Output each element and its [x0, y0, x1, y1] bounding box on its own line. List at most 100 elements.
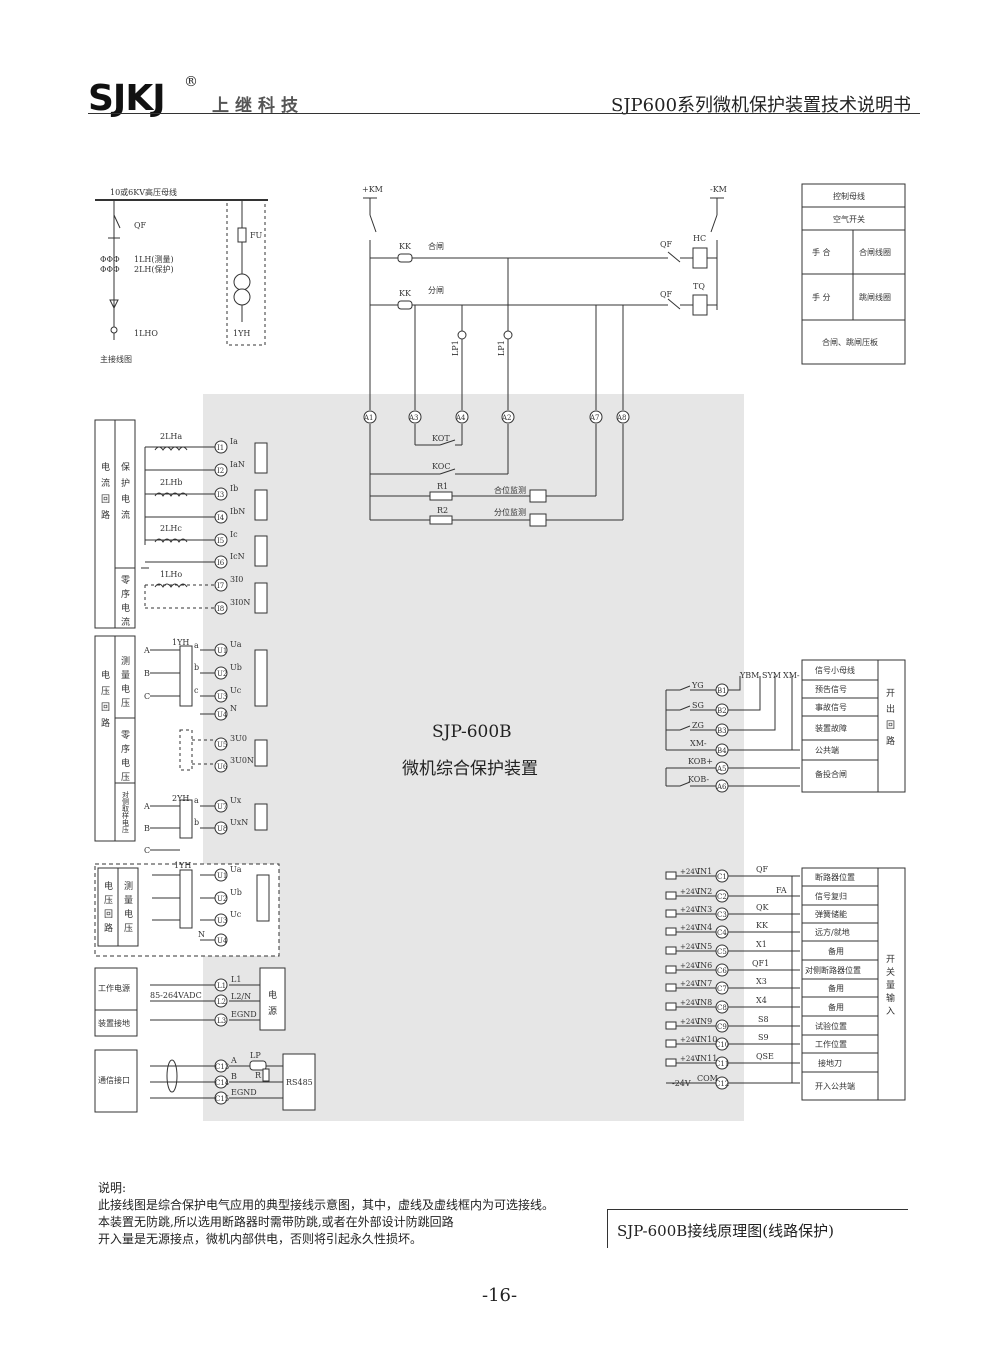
opt-sig-ub: Ub [230, 888, 242, 897]
current-group-label-2: 流 [101, 477, 110, 489]
pos-bus-label: +KM [362, 185, 383, 194]
bus-sym: SYM [762, 671, 781, 680]
phase-c-1: C [144, 692, 150, 701]
ct-symbol-2: ΦΦΦ [100, 265, 120, 274]
sig-3u0n: 3U0N [230, 756, 254, 765]
device-model: SJP-600B [432, 722, 512, 742]
zero-cur-label-3: 电 [121, 602, 130, 614]
device-name: 微机综合保护装置 [402, 759, 538, 779]
sig-l2n: L2/N [231, 992, 251, 1001]
zero-volt-label-1: 零 [121, 730, 130, 741]
sig-uxn: UxN [230, 818, 248, 827]
prot-label-2: 护 [121, 477, 130, 489]
com-volt-label: -24V [672, 1079, 691, 1088]
legend-table [801, 183, 906, 365]
notes-line-3: 开入量是无源接点，微机内部供电，否则将引起永久性损坏。 [98, 1232, 423, 1246]
lp1-label-a: LP1 [451, 340, 460, 356]
prot-label-4: 流 [121, 509, 130, 521]
term-a8: A8 [616, 414, 627, 422]
term-a5: A5 [716, 765, 727, 773]
remote-label-5: 电 [122, 818, 129, 827]
opt-group-label-3: 回 [104, 909, 113, 920]
contact-qse: QSE [756, 1052, 774, 1061]
tap-b-2: b [194, 818, 199, 827]
zero-ct-label: 1LHO [134, 329, 158, 338]
volt-group-label-1: 电 [101, 669, 110, 681]
term-u6: U6 [217, 763, 228, 771]
input-desc-com: 开入公共端 [815, 1081, 855, 1091]
term-l1: L1 [217, 982, 226, 990]
optional-terminal-circles [214, 868, 228, 947]
in-group-label-1: 开 [886, 954, 895, 965]
meas-volt-label-4: 压 [121, 698, 130, 709]
term-b4: B4 [717, 747, 727, 755]
term-b1: B1 [717, 687, 727, 695]
remote-label-2: 侧 [122, 797, 129, 806]
in11-volt: +24V [680, 1055, 701, 1063]
contact-kob-pos: KOB+ [688, 757, 713, 766]
hc-label: HC [693, 234, 706, 243]
open-label: 分闸 [428, 286, 444, 295]
sig-egnd-power: EGND [231, 1010, 257, 1019]
term-i2: I2 [217, 467, 224, 475]
phase-a-1: A [143, 646, 150, 655]
ct-2lha: 2LHa [160, 432, 182, 441]
input-desc-4: 远方/就地 [815, 927, 850, 937]
tap-a-1: a [194, 641, 199, 650]
ct-2lhc: 2LHc [160, 524, 182, 533]
remote-label-1: 对 [122, 790, 129, 799]
term-b3: B3 [717, 727, 727, 735]
phase-c-2: C [144, 846, 150, 855]
legend-pressplate: 合闸、跳闸压板 [822, 337, 878, 347]
input-desc-8: 备用 [828, 1002, 844, 1012]
term-c13: C13 [215, 1063, 229, 1071]
input-desc-3: 弹簧储能 [815, 909, 847, 919]
opt-sig-uc: Uc [230, 910, 242, 919]
tap-c-1: c [194, 686, 199, 695]
volt-group-label-3: 回 [101, 702, 110, 713]
contact-fa: FA [776, 886, 787, 895]
main-wiring-diagram [95, 199, 268, 346]
sig-3i0: 3I0 [230, 575, 243, 584]
contact-s8: S8 [758, 1015, 769, 1024]
in9-volt: +24V [680, 1018, 701, 1026]
notes-line-1: 此接线图是综合保护电气应用的典型接线示意图，其中，虚线及虚线框内为可选接线。 [98, 1198, 555, 1212]
legend-trip-coil: 跳闸线圈 [859, 292, 891, 302]
term-i5: I5 [217, 537, 224, 545]
opt-sig-n: N [198, 930, 205, 939]
sig-ub: Ub [230, 663, 242, 672]
contact-xm: XM- [690, 739, 707, 748]
comm-lp-label: LP [250, 1051, 261, 1060]
input-volt-labels: +24V +24V +24V +24V +24V +24V +24V +24V … [680, 868, 701, 1063]
prot-label-3: 电 [121, 493, 130, 505]
term-u2: U2 [217, 670, 227, 678]
in1-label: IN1 [697, 867, 712, 876]
zero-cur-label-4: 流 [121, 616, 130, 628]
sig-comm-a: A [230, 1056, 237, 1065]
power-input-label: 85-264VADC [150, 991, 202, 1000]
sig-table-row-3: 事故信号 [815, 702, 847, 712]
in9-label: IN9 [697, 1017, 712, 1026]
main-wiring-caption: 主接线图 [100, 354, 132, 364]
sig-ian: IaN [230, 460, 245, 469]
term-u1: U1 [217, 647, 227, 655]
term-a2: A2 [501, 414, 512, 422]
notes-section: 说明: 此接线图是综合保护电气应用的典型接线示意图，其中，虚线及虚线框内为可选接… [98, 1180, 554, 1248]
in5-label: IN5 [697, 942, 712, 951]
power-terminal-circles [214, 978, 228, 1027]
figure-caption: SJP-600B接线原理图(线路保护) [617, 1222, 834, 1240]
term-i4: I4 [217, 514, 225, 522]
sig-table-row-4: 装置故障 [815, 723, 847, 733]
input-terminal-circles [715, 869, 729, 1090]
signal-terminal-circles [715, 683, 729, 793]
term-u3: U3 [217, 693, 227, 701]
qf-open-label: QF [660, 290, 673, 299]
term-u4: U4 [217, 711, 228, 719]
comm-r-label: R [255, 1071, 262, 1080]
in1-volt: +24V [680, 868, 701, 876]
term-l2: L2 [217, 998, 226, 1006]
kot-label: KOT [432, 434, 450, 443]
pt-label: 1YH [233, 329, 250, 338]
